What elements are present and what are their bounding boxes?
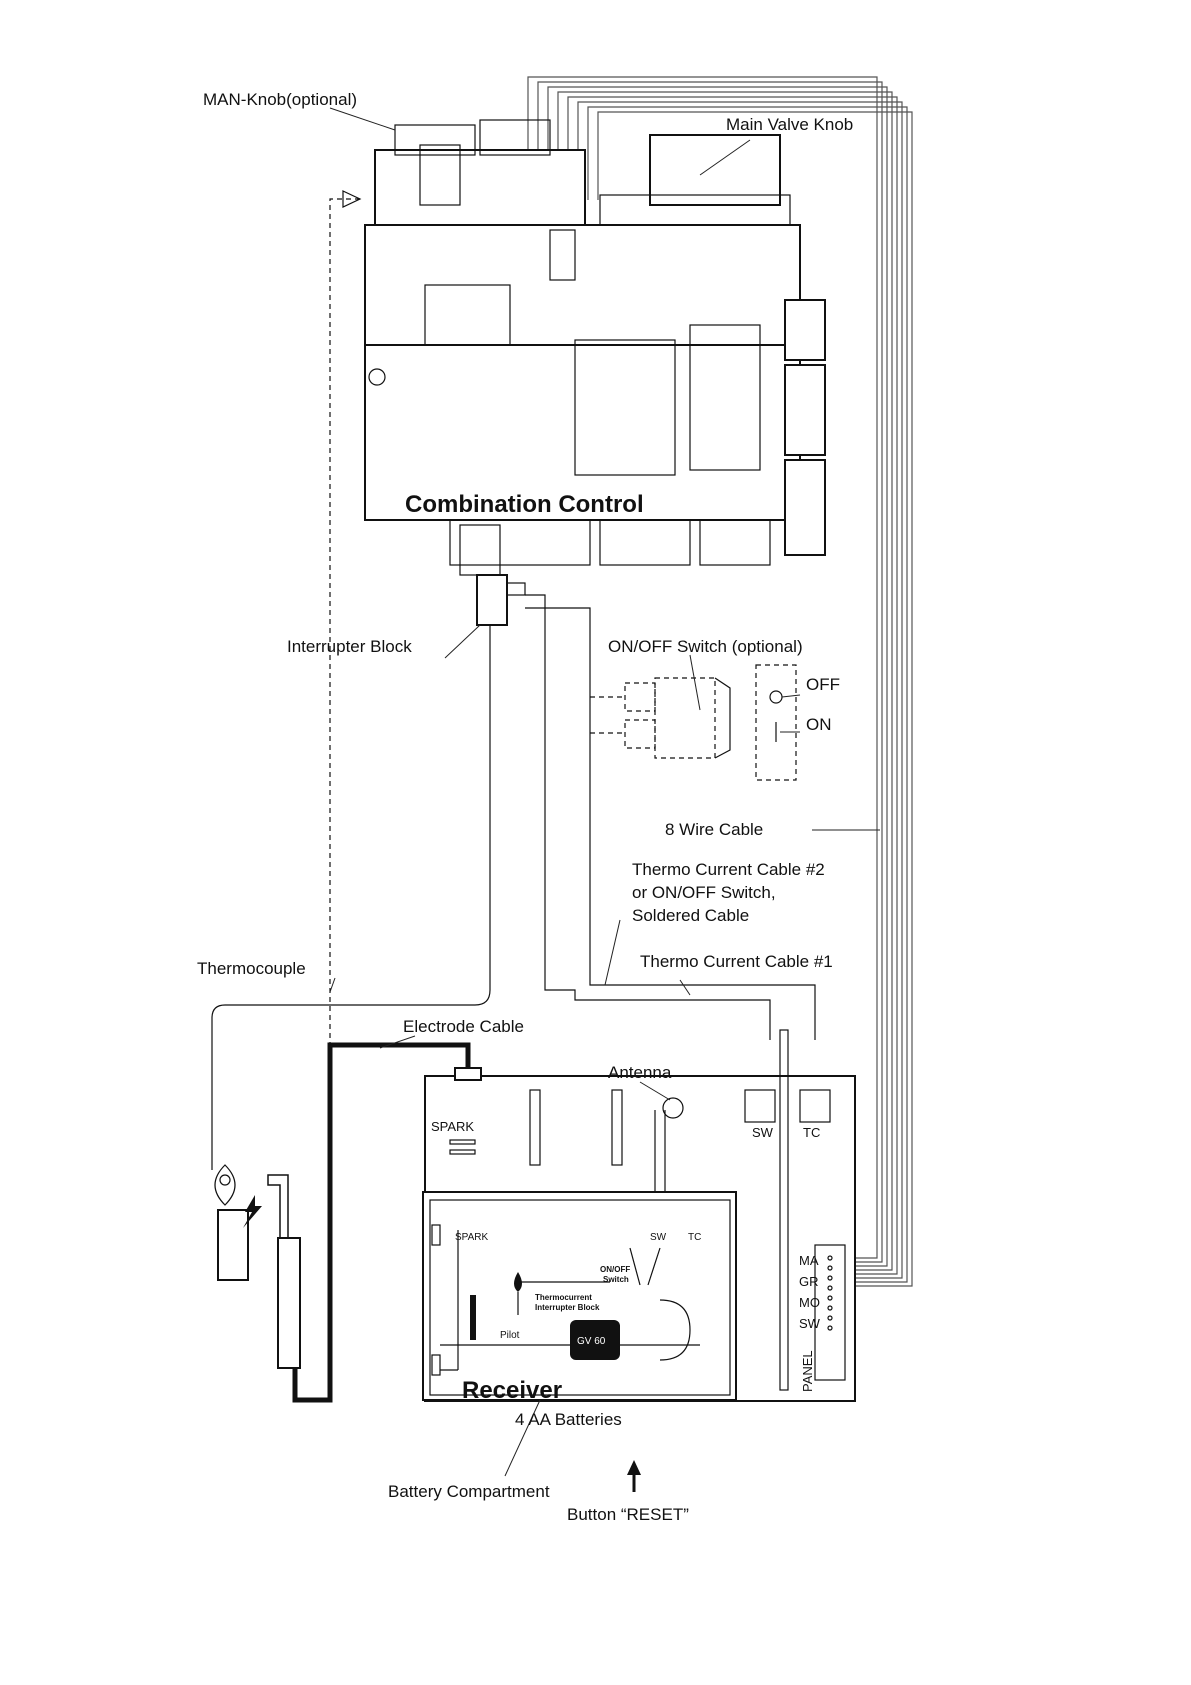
terminal-mo-label: MO [799, 1295, 820, 1310]
off-label: OFF [806, 675, 840, 694]
battery-compartment [422, 1191, 737, 1401]
on-off-switch-label: ON/OFF Switch (optional) [608, 637, 803, 656]
terminal-sw-label: SW [799, 1316, 821, 1331]
terminal-ma-label: MA [799, 1253, 819, 1268]
combination-control [364, 119, 826, 576]
panel-label: PANEL [800, 1350, 815, 1392]
board-spark-label: SPARK [431, 1119, 474, 1134]
electrode-cable-label: Electrode Cable [403, 1017, 524, 1036]
battery-compartment-label: Battery Compartment [388, 1482, 550, 1501]
electrode-cable [292, 1042, 471, 1403]
man-knob-arrow-icon [342, 190, 362, 208]
thermo-cable-2-label-line2: or ON/OFF Switch, [632, 883, 776, 902]
gv60-label: GV 60 [577, 1336, 606, 1347]
leader-lines [329, 107, 880, 1477]
terminal-gr-label: GR [799, 1274, 819, 1289]
man-knob-label: MAN-Knob(optional) [203, 90, 357, 109]
inner-switch-label-1: ON/OFF [600, 1265, 630, 1274]
interrupter-block-label: Interrupter Block [287, 637, 412, 656]
inner-tc-label: TC [688, 1232, 701, 1243]
on-label: ON [806, 715, 832, 734]
inner-interrupter-label-2: Interrupter Block [535, 1303, 600, 1312]
on-off-switch [590, 664, 797, 781]
thermocouple-label: Thermocouple [197, 959, 306, 978]
thermo-current-cable-2 [525, 607, 816, 1040]
pilot-label: Pilot [500, 1330, 520, 1341]
pilot-flame-icon [514, 1272, 522, 1292]
terminal-contacts [827, 1255, 833, 1331]
inner-sw-label: SW [650, 1232, 667, 1243]
inner-interrupter-label-1: Thermocurrent [535, 1293, 592, 1302]
thermo-cable-2-label-line3: Soldered Cable [632, 906, 749, 925]
thermo-cable-1-label: Thermo Current Cable #1 [640, 952, 833, 971]
thermo-current-cable-1 [525, 594, 771, 1040]
main-valve-knob-label: Main Valve Knob [726, 115, 853, 134]
diagram-labels: MAN-Knob(optional) Main Valve Knob Combi… [197, 90, 853, 1524]
batteries-label: 4 AA Batteries [515, 1410, 622, 1429]
board-tc-label: TC [803, 1125, 820, 1140]
thermo-cable-2-label-line1: Thermo Current Cable #2 [632, 860, 825, 879]
pilot-assembly [214, 1164, 301, 1369]
reset-arrow-icon [627, 1460, 641, 1492]
thermocouple-tube [211, 640, 491, 1170]
spark-bolt-icon [243, 1195, 262, 1228]
man-knob-link [329, 198, 360, 1110]
switch-off-symbol-icon [769, 690, 783, 704]
receiver-label: Receiver [462, 1377, 562, 1404]
eight-wire-cable-label: 8 Wire Cable [665, 820, 763, 839]
combination-control-label: Combination Control [405, 491, 644, 518]
board-sw-label: SW [752, 1125, 774, 1140]
inner-switch-label-2: Switch [603, 1275, 629, 1284]
interrupter-block [476, 574, 526, 640]
reset-button-label: Button “RESET” [567, 1505, 689, 1524]
eight-wire-cable [527, 76, 913, 1287]
inner-spark-label: SPARK [455, 1232, 488, 1243]
antenna-label: Antenna [608, 1063, 672, 1082]
